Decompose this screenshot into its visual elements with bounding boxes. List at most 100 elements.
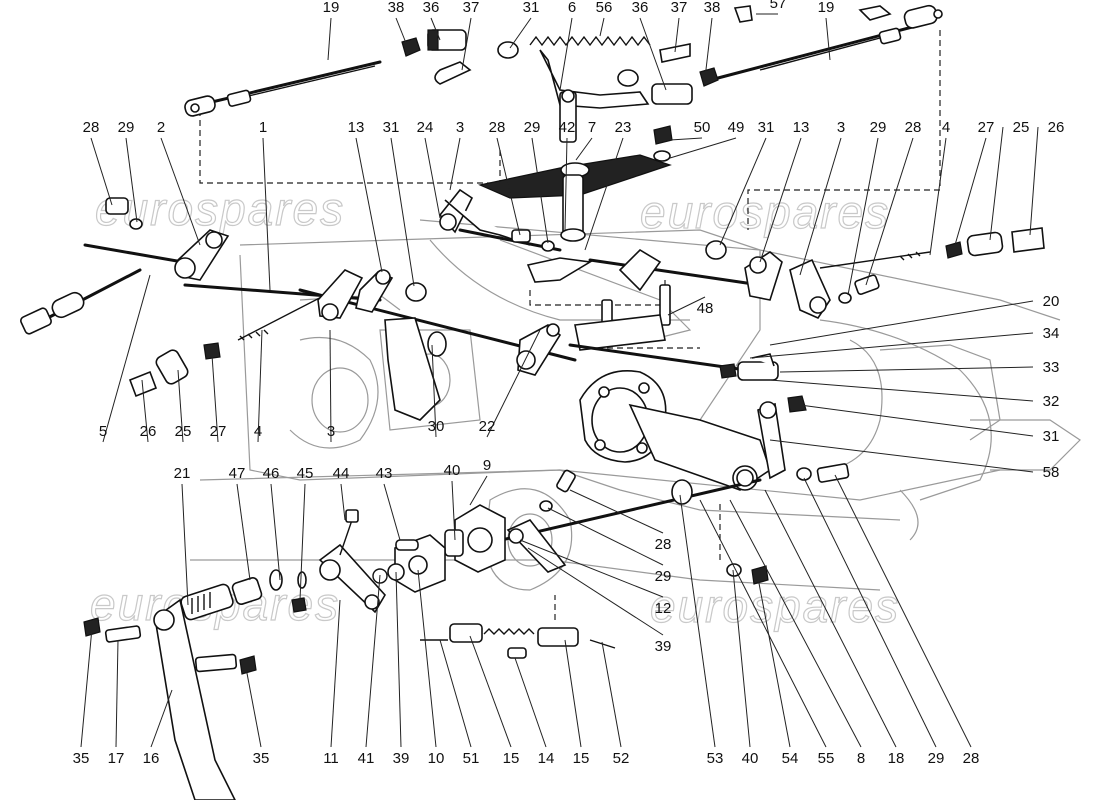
leader-line xyxy=(989,126,1004,241)
callout-c-45: 45 xyxy=(297,465,313,601)
callout-c-40-bottom: 40 xyxy=(732,569,758,767)
callout-c-29-right: 29 xyxy=(847,119,886,296)
part-number-label: 27 xyxy=(210,423,227,440)
part-number-label: 22 xyxy=(479,418,496,435)
leader-line xyxy=(527,547,664,636)
part-number-label: 17 xyxy=(108,750,125,767)
part-number-label: 39 xyxy=(393,750,410,767)
leader-line xyxy=(679,494,716,748)
part-number-label: 13 xyxy=(348,119,365,136)
callout-c-15-left: 15 xyxy=(469,635,519,767)
callout-c-16: 16 xyxy=(143,689,173,767)
leader-line xyxy=(764,489,897,748)
part-number-label: 44 xyxy=(333,465,350,482)
part-number-label: 28 xyxy=(489,119,506,136)
leader-line xyxy=(181,483,189,606)
callout-c-31-mid: 31 xyxy=(383,119,415,287)
part-44-bolt xyxy=(339,509,359,556)
callout-c-29-top: 29 xyxy=(524,119,549,244)
leader-line xyxy=(569,489,664,534)
leader-line xyxy=(424,137,441,219)
leader-line xyxy=(519,539,664,598)
part-number-label: 33 xyxy=(1043,359,1060,376)
part-number-label: 3 xyxy=(327,423,335,440)
part-number-label: 4 xyxy=(942,119,950,136)
part-number-label: 3 xyxy=(456,119,464,136)
part-49-washer xyxy=(653,150,671,162)
part-number-label: 56 xyxy=(596,0,613,16)
callout-c-58: 58 xyxy=(769,439,1059,481)
callout-c-28-tl: 28 xyxy=(83,119,113,206)
callout-c-38-right: 38 xyxy=(704,0,720,79)
callout-c-8: 8 xyxy=(729,499,865,767)
part-12-39-arm xyxy=(506,519,567,573)
part-37-clip-left xyxy=(434,61,472,85)
leader-line xyxy=(262,137,271,291)
part-number-label: 5 xyxy=(99,423,107,440)
part-7-cross-lever xyxy=(478,154,672,242)
part-number-label: 28 xyxy=(905,119,922,136)
leader-line xyxy=(125,137,138,223)
leader-line xyxy=(469,475,488,506)
callout-c-28-low: 28 xyxy=(569,489,671,553)
part-number-label: 26 xyxy=(140,423,157,440)
leader-line xyxy=(329,329,332,443)
part-5-rod xyxy=(20,243,202,335)
callout-c-52: 52 xyxy=(601,641,629,767)
part-number-label: 2 xyxy=(157,119,165,136)
leader-line xyxy=(327,17,332,61)
part-number-label: 42 xyxy=(559,119,576,136)
callout-c-54: 54 xyxy=(757,577,799,767)
leader-line xyxy=(160,137,201,246)
part-23-lever xyxy=(526,257,593,283)
part-8-lever xyxy=(736,469,754,487)
callout-c-15-right: 15 xyxy=(564,639,589,767)
part-15-clevis-left xyxy=(449,623,483,643)
part-number-label: 54 xyxy=(782,750,799,767)
leader-line xyxy=(461,17,472,71)
callout-c-36-right: 36 xyxy=(632,0,667,91)
part-number-label: 34 xyxy=(1043,325,1060,342)
part-number-label: 40 xyxy=(444,462,461,479)
part-number-label: 35 xyxy=(253,750,270,767)
part-number-label: 6 xyxy=(568,0,576,16)
leader-line xyxy=(564,137,568,231)
part-1-shaft-right xyxy=(588,258,762,287)
part-number-label: 23 xyxy=(615,119,632,136)
leader-line xyxy=(674,17,680,53)
callout-c-7: 7 xyxy=(575,119,596,161)
part-35-nut-left xyxy=(83,617,101,637)
callout-c-9: 9 xyxy=(469,457,491,506)
leader-line xyxy=(395,17,409,49)
callout-c-20: 20 xyxy=(769,293,1059,346)
callout-c-10: 10 xyxy=(417,569,444,767)
part-31-bush-mid xyxy=(405,282,427,302)
leader-line xyxy=(395,571,402,748)
part-number-label: 7 xyxy=(588,119,596,136)
part-34-33-clevis xyxy=(719,353,779,381)
callout-c-33: 33 xyxy=(779,359,1060,376)
part-number-label: 29 xyxy=(118,119,135,136)
part-number-label: 50 xyxy=(694,119,711,136)
part-number-label: 46 xyxy=(263,465,280,482)
leader-line xyxy=(729,499,862,748)
callout-c-35-left: 35 xyxy=(73,627,93,767)
leader-line xyxy=(803,477,937,748)
part-15-clevis-right xyxy=(537,627,579,647)
leader-line xyxy=(451,480,456,541)
callout-c-21: 21 xyxy=(174,465,190,606)
leader-line xyxy=(469,635,512,748)
part-27-25-26-right xyxy=(945,227,1045,259)
leader-line xyxy=(599,17,605,37)
part-25-sleeve-left xyxy=(155,349,189,385)
callout-c-27-right: 27 xyxy=(954,119,994,246)
callout-c-38-left: 38 xyxy=(388,0,409,49)
part-number-label: 48 xyxy=(697,300,714,317)
part-29-washer-left xyxy=(129,218,143,230)
part-number-label: 8 xyxy=(857,750,865,767)
leader-line xyxy=(270,483,281,581)
leader-line xyxy=(759,137,802,263)
part-6-lever xyxy=(539,49,650,143)
callout-c-48: 48 xyxy=(667,296,714,317)
leader-line xyxy=(355,137,383,273)
